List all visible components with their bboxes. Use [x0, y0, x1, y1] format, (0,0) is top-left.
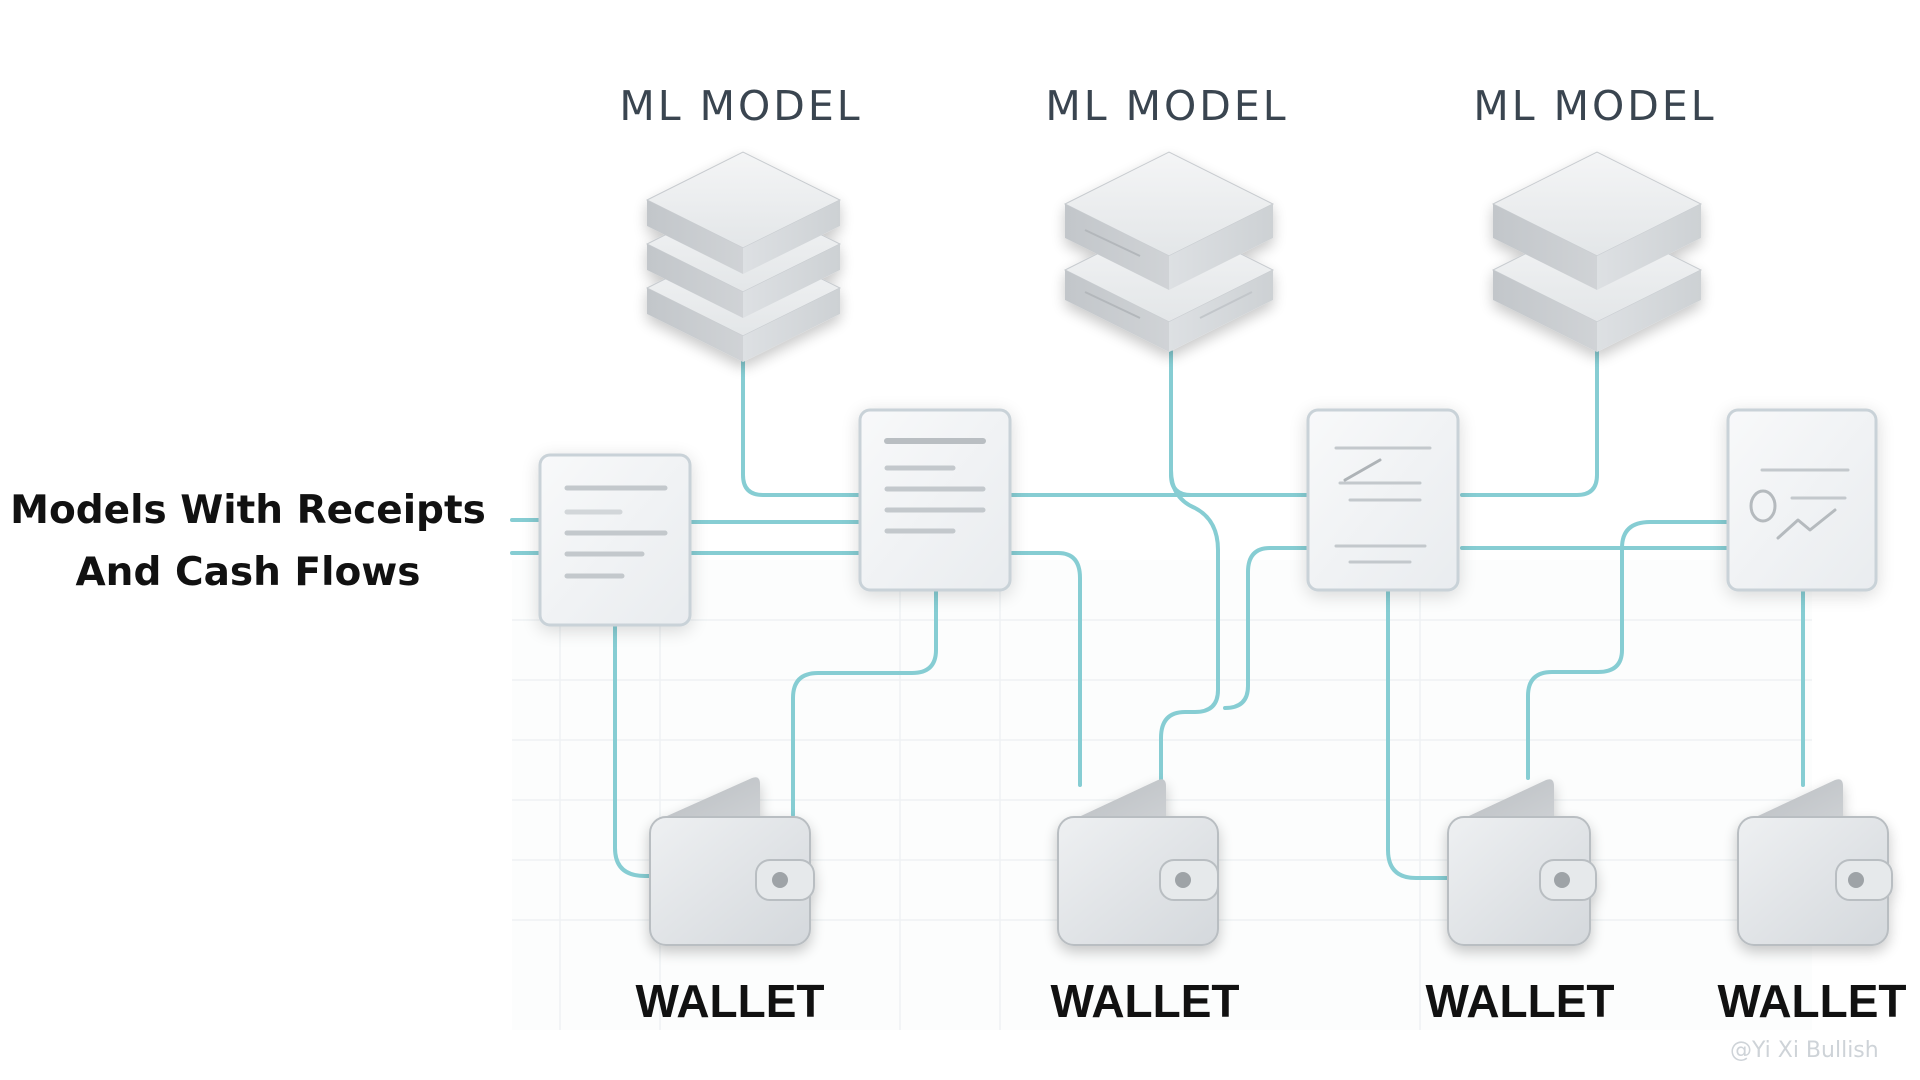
- wallet-3-wallet-icon: [1447, 779, 1597, 946]
- ml-model-1-stacked-layers-icon: [645, 151, 842, 362]
- wallet-label-4: WALLET: [1717, 975, 1907, 1027]
- receipt-4-document-chart-icon: [1726, 408, 1878, 592]
- ml-model-label-3: ML MODEL: [1473, 82, 1717, 130]
- connector-doc2-wallet1: [791, 589, 938, 817]
- wallet-4-wallet-icon: [1737, 779, 1893, 946]
- wallet-1-wallet-icon: [649, 777, 815, 946]
- connector-lines: [510, 350, 1805, 880]
- receipt-1-document-lines-icon: [538, 453, 692, 627]
- ml-model-3-stacked-layers-icon: [1491, 151, 1703, 352]
- watermark-text: @Yi Xi Bullish: [1730, 1038, 1879, 1063]
- connector-doc3-wallet2: [1223, 546, 1310, 710]
- ml-model-label-1: ML MODEL: [619, 82, 863, 130]
- connector-model2-wallet2: [1159, 350, 1220, 784]
- model3-layer-1: [1491, 151, 1703, 290]
- connector-model3-doc3: [1460, 350, 1599, 497]
- connector-model1-doc2: [741, 350, 862, 497]
- connector-model2-doc3: [1169, 350, 1310, 497]
- section-title-line-1: Models With Receipts: [10, 488, 486, 533]
- section-title: Models With Receipts And Cash Flows: [0, 480, 496, 604]
- wallet-2-wallet-icon: [1057, 779, 1219, 946]
- wallet-label-3: WALLET: [1425, 975, 1615, 1027]
- model1-layer-1: [645, 151, 842, 274]
- connector-doc2-wallet2: [1010, 551, 1082, 787]
- receipt-3-document-slash-icon: [1306, 408, 1460, 592]
- section-title-line-2: And Cash Flows: [75, 550, 421, 595]
- wallet-label-2: WALLET: [1050, 975, 1240, 1027]
- wallet-label-1: WALLET: [635, 975, 825, 1027]
- connector-doc1-wallet1: [613, 623, 654, 878]
- ml-model-2-stacked-layers-icon: [1063, 151, 1275, 352]
- connector-doc3-wallet3: [1386, 589, 1452, 880]
- receipt-2-document-lines-icon: [858, 408, 1012, 592]
- ml-model-label-2: ML MODEL: [1045, 82, 1289, 130]
- connector-doc4-wallet3: [1526, 520, 1730, 780]
- model2-layer-1: [1063, 151, 1275, 290]
